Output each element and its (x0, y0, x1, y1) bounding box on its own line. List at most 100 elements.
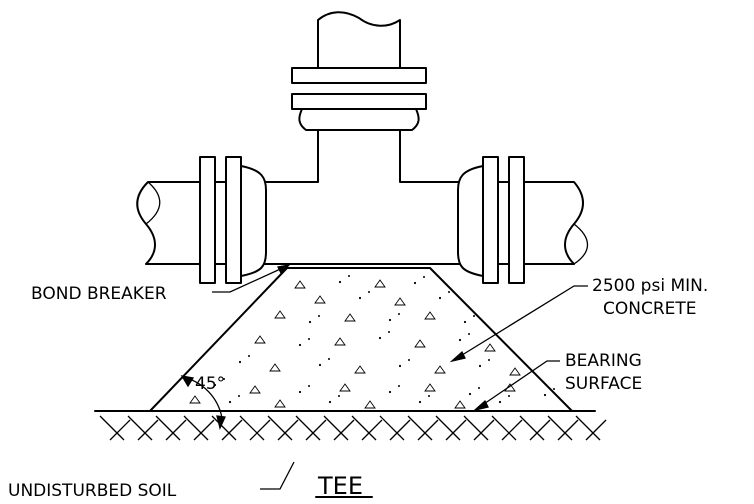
soil-hatch-stroke (249, 419, 271, 441)
aggregate-speck (358, 296, 362, 300)
aggregate-stone (274, 399, 286, 408)
aggregate-speck (308, 320, 312, 324)
aggregate-stone (364, 400, 376, 409)
branch-pipe (317, 11, 401, 71)
aggregate-speck (508, 395, 510, 397)
aggregate-speck (298, 390, 302, 394)
aggregate-stone (374, 279, 386, 288)
right-pipe (523, 181, 584, 265)
aggregate-speck (448, 291, 450, 293)
soil-hatch-stroke (323, 415, 349, 441)
aggregate-speck (388, 331, 390, 333)
soil-hatch-stroke (379, 415, 405, 441)
aggregate-speck (348, 275, 350, 277)
aggregate-speck (458, 338, 462, 342)
aggregate-stone (189, 395, 201, 404)
surface-label: SURFACE (565, 374, 642, 394)
soil-hatch-stroke (99, 415, 125, 441)
branch-flange-lower (291, 93, 427, 110)
aggregate-speck (468, 392, 472, 396)
soil-hatch-stroke (239, 415, 265, 441)
soil-hatching (99, 415, 607, 441)
aggregate-stone (484, 343, 496, 352)
aggregate-speck (338, 280, 342, 284)
soil-hatch-stroke (491, 415, 517, 441)
branch-bell (298, 108, 420, 131)
thrust-block-outline (149, 267, 573, 412)
bearing-surface-arrow (472, 399, 489, 412)
soil-hatch-stroke (137, 419, 159, 441)
concrete-leader (453, 285, 588, 361)
concrete-strength-label: 2500 psi MIN. (592, 276, 708, 296)
aggregate-stone (339, 383, 351, 392)
soil-hatch-stroke (361, 419, 383, 441)
aggregate-speck (468, 333, 470, 335)
right-flange-inner (482, 156, 499, 284)
soil-hatch-stroke (435, 415, 461, 441)
soil-hatch-stroke (295, 415, 321, 441)
aggregate-speck (298, 343, 302, 347)
aggregate-speck (473, 315, 475, 317)
bond-breaker-leader (212, 265, 288, 293)
aggregate-stone (434, 365, 446, 374)
soil-leader (260, 461, 295, 490)
aggregate-speck (388, 390, 392, 394)
undisturbed-soil (94, 410, 607, 441)
aggregate-speck (438, 296, 442, 300)
soil-hatch-stroke (127, 415, 153, 441)
angle-arrow-bottom (216, 415, 226, 430)
soil-hatch-stroke (501, 419, 523, 441)
right-flange-outer (508, 156, 525, 284)
bearing-surface-leader (477, 360, 560, 409)
soil-hatch-stroke (155, 415, 181, 441)
soil-hatch-stroke (547, 415, 573, 441)
aggregate-speck (398, 364, 402, 368)
left-flange-outer (199, 156, 216, 284)
soil-hatch-stroke (351, 415, 377, 441)
soil-hatch-stroke (277, 419, 299, 441)
aggregate-speck (543, 393, 547, 397)
aggregate-speck (368, 291, 370, 293)
aggregate-speck (213, 383, 217, 387)
left-bell (240, 165, 267, 277)
soil-hatch-stroke (585, 419, 607, 441)
aggregate-speck (413, 281, 417, 285)
aggregate-stone (274, 310, 286, 319)
right-bell (457, 165, 484, 277)
aggregate-speck (423, 276, 425, 278)
aggregate-speck (248, 355, 250, 357)
soil-hatch-stroke (305, 419, 327, 441)
aggregate-stone (424, 383, 436, 392)
soil-hatch-stroke (463, 415, 489, 441)
aggregate-stone (314, 295, 326, 304)
soil-hatch-stroke (193, 419, 215, 441)
aggregate-speck (398, 313, 400, 315)
soil-hatch-stroke (183, 415, 209, 441)
branch-flange-upper (291, 67, 427, 84)
aggregate-stone (454, 400, 466, 409)
aggregate-stone (354, 365, 366, 374)
soil-hatch-stroke (333, 419, 355, 441)
aggregate-speck (223, 378, 225, 380)
aggregate-stone (424, 311, 436, 320)
soil-hatch-stroke (473, 419, 495, 441)
soil-hatch-stroke (407, 415, 433, 441)
soil-hatch-stroke (519, 415, 545, 441)
right-pipe-break (573, 223, 589, 265)
concrete-thrust-block (149, 267, 573, 412)
angle-arrow-top (180, 375, 195, 388)
leader-lines (180, 263, 588, 490)
angle-label: 45° (195, 374, 225, 394)
soil-hatch-stroke (529, 419, 551, 441)
aggregate-speck (238, 395, 240, 397)
aggregate-speck (398, 385, 400, 387)
aggregate-stone (509, 367, 521, 376)
soil-hatch-stroke (389, 419, 411, 441)
soil-hatch-stroke (109, 419, 131, 441)
left-pipe-break (145, 181, 161, 225)
soil-hatch-stroke (221, 419, 243, 441)
soil-hatch-stroke (557, 419, 579, 441)
aggregate-speck (328, 400, 332, 404)
aggregate-speck (308, 385, 310, 387)
concrete-leader-arrow (449, 350, 466, 363)
